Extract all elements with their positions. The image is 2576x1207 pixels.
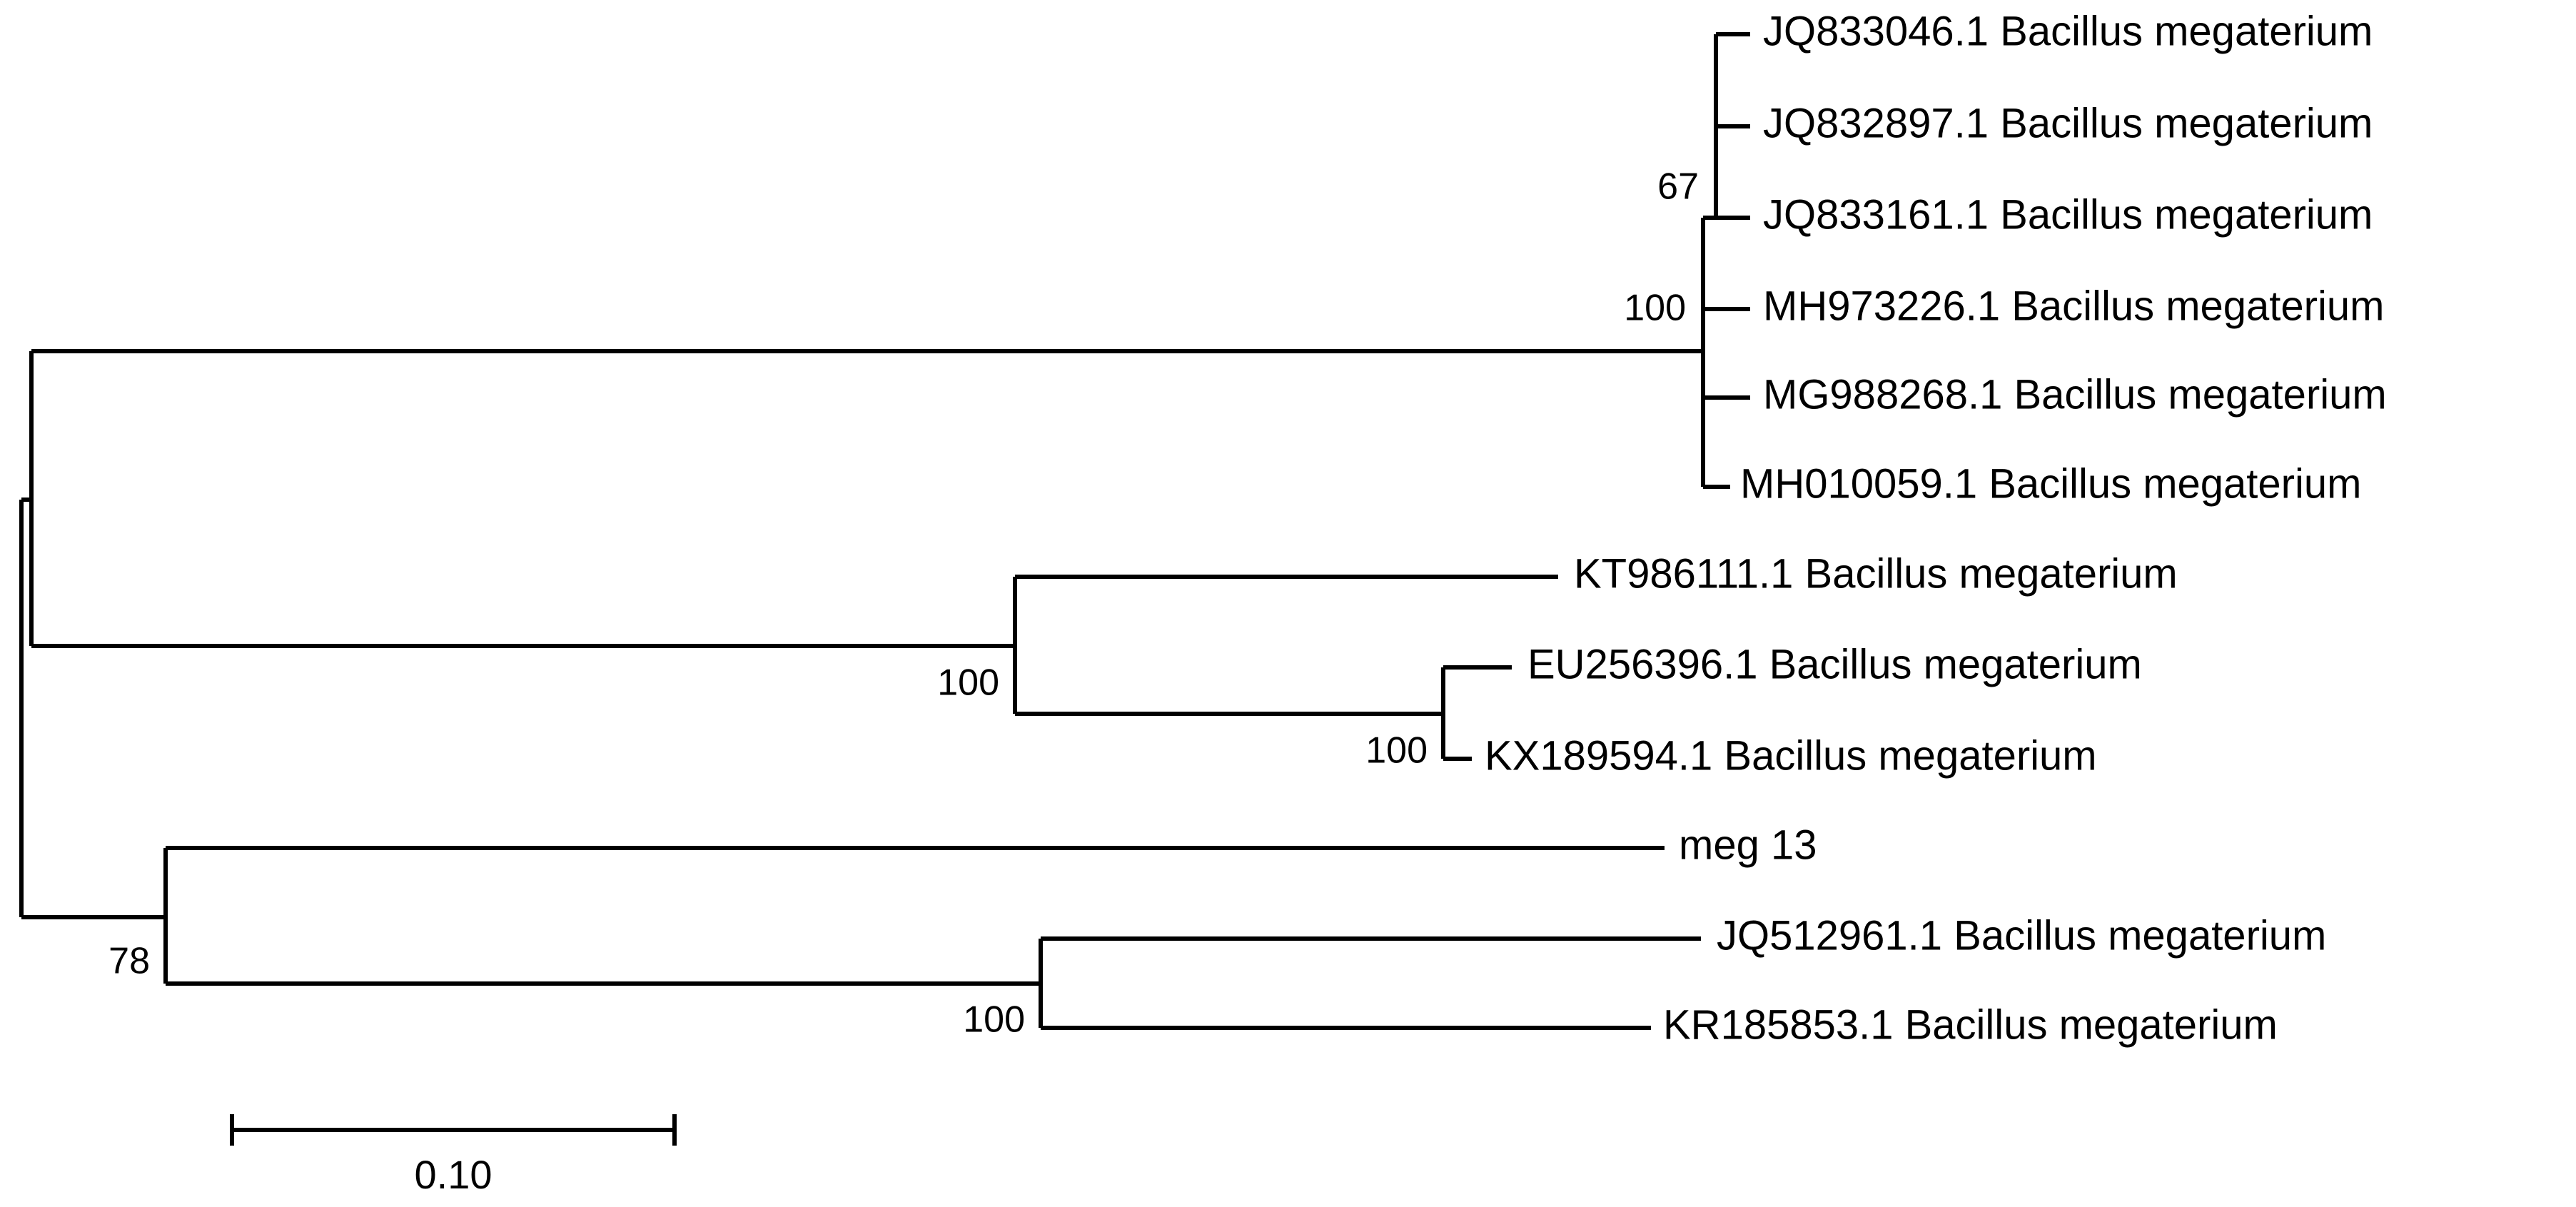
taxon-label-t2: JQ832897.1 Bacillus megaterium [1763,100,2373,146]
taxon-label-t1: JQ833046.1 Bacillus megaterium [1763,8,2373,54]
support-value-3: 100 [1365,730,1428,772]
scale-bar-label: 0.10 [415,1152,493,1197]
taxon-label-t12: KR185853.1 Bacillus megaterium [1663,1001,2278,1048]
taxon-label-t5: MG988268.1 Bacillus megaterium [1763,371,2387,418]
taxon-label-t3: JQ833161.1 Bacillus megaterium [1763,191,2373,238]
support-value-5: 100 [963,999,1025,1041]
taxon-label-t4: MH973226.1 Bacillus megaterium [1763,283,2384,329]
taxon-label-t11: JQ512961.1 Bacillus megaterium [1717,912,2326,959]
taxon-label-t7: KT986111.1 Bacillus megaterium [1574,550,2178,597]
support-value-layer: 67 100 100 100 78 100 [108,166,1699,1041]
scale-bar-layer: 0.10 [230,1114,677,1197]
taxon-label-t10: meg 13 [1679,822,1817,868]
taxon-label-t6: MH010059.1 Bacillus megaterium [1740,460,2361,507]
support-value-4: 78 [108,941,150,982]
support-value-2: 100 [937,662,999,704]
support-value-0: 67 [1657,166,1699,208]
branch-layer [19,32,1750,1030]
taxon-label-t9: KX189594.1 Bacillus megaterium [1485,732,2097,779]
taxon-label-layer: JQ833046.1 Bacillus megateriumJQ832897.1… [1485,8,2387,1048]
taxon-label-t8: EU256396.1 Bacillus megaterium [1527,641,2142,687]
support-value-1: 100 [1624,288,1686,329]
